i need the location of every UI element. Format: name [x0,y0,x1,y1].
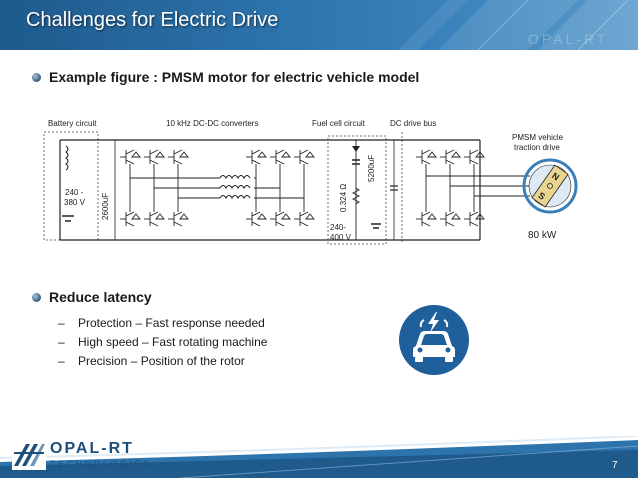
battery-voltage-line2: 380 V [64,198,86,207]
list-item-text: Protection – Fast response needed [78,316,265,330]
battery-voltage-line1: 240 - [65,188,84,197]
resistor-label: 0.324 Ω [339,184,348,212]
list-dash: – [58,316,65,330]
battery-circuit-label: Battery circuit [48,119,97,128]
electric-car-icon [399,305,469,375]
list-item-text: Precision – Position of the rotor [78,354,245,368]
pmsm-motor: N S 80 kW [522,158,578,241]
rotor-s-label: S [536,190,547,202]
dc-bus-label: DC drive bus [390,119,436,128]
list-item: –Precision – Position of the rotor [58,354,245,368]
list-dash: – [58,354,65,368]
capacitor-5200-label: 5200uF [367,155,376,182]
bullet-icon [32,293,41,302]
motor-label-line2: traction drive [514,143,560,152]
fuel-cell-label: Fuel cell circuit [312,119,366,128]
fc-voltage-line2: 400 V [330,233,352,242]
page-number: 7 [612,460,618,471]
list-item-text: High speed – Fast rotating machine [78,335,268,349]
header-bar: OPAL-RT Challenges for Electric Drive [0,0,638,50]
list-item: –High speed – Fast rotating machine [58,335,267,349]
motor-power-label: 80 kW [528,230,557,241]
opal-rt-logo-icon [12,440,46,470]
converter-label: 10 kHz DC-DC converters [166,119,258,128]
battery-box [43,131,99,241]
header-deco-text: OPAL-RT [528,31,608,47]
phase-legs [129,164,530,212]
main-rails [59,139,481,241]
bullet-text-example: Example figure : PMSM motor for electric… [49,69,420,85]
fuel-cell-box [327,135,387,245]
list-item: –Protection – Fast response needed [58,316,265,330]
logo-wordmark: OPAL-RT [50,440,134,457]
bullet-text-latency: Reduce latency [49,289,152,305]
footer-swoosh [0,436,638,478]
igbt-switches [120,149,485,227]
capacitor-2600-label: 2600uF [101,193,110,220]
bullet-icon [32,73,41,82]
rotor-n-label: N [550,171,561,183]
motor-label-line1: PMSM vehicle [512,133,564,142]
slide-title: Challenges for Electric Drive [26,9,279,31]
coupled-inductors [219,174,251,200]
logo-subtext: TECHNOLOGIES [50,459,152,469]
pmsm-circuit-schematic: Battery circuit 10 kHz DC-DC converters … [43,119,578,245]
header-decoration: OPAL-RT [398,0,638,50]
footer [0,436,638,478]
fc-voltage-line1: 240- [330,223,346,232]
list-dash: – [58,335,65,349]
